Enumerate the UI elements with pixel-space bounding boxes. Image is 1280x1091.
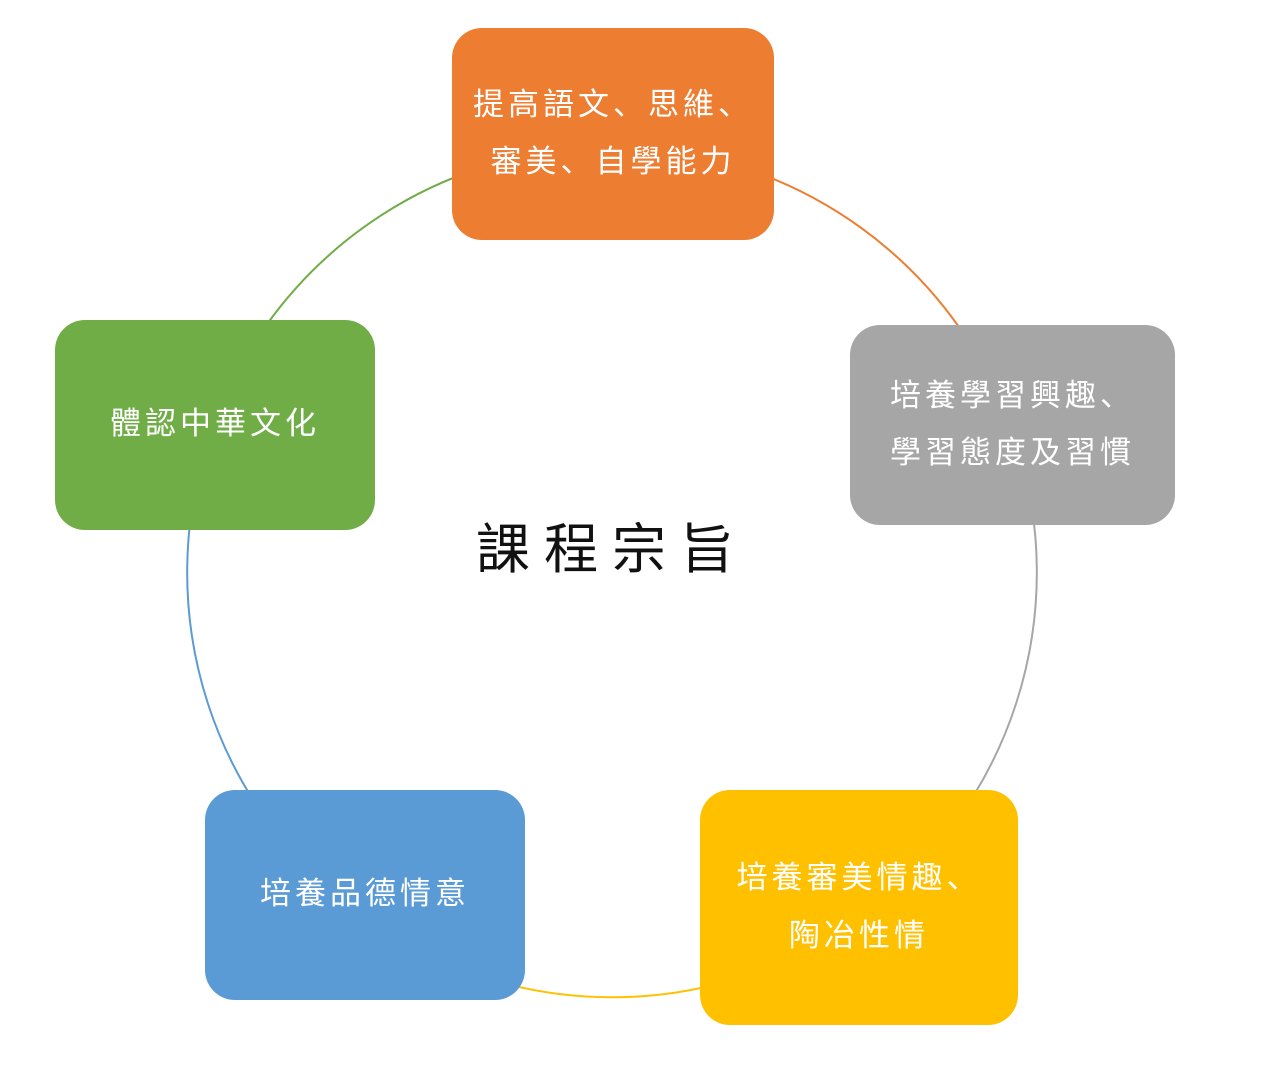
node-aesthetic-taste-line-1: 培養審美情趣、 [736,860,982,897]
node-chinese-culture-line-1: 體認中華文化 [110,406,320,443]
node-learning-interest-line-2: 學習態度及習慣 [890,435,1135,471]
node-improve-abilities: 提高語文、思維、 審美、自學能力 [452,28,774,240]
node-chinese-culture: 體認中華文化 [55,320,375,530]
node-aesthetic-taste-line-2: 陶冶性情 [789,917,929,954]
node-improve-abilities-line-2: 審美、自學能力 [490,144,736,180]
node-moral-character: 培養品德情意 [205,790,525,1000]
node-learning-interest: 培養學習興趣、 學習態度及習慣 [850,325,1175,525]
node-moral-character-line-1: 培養品德情意 [260,876,470,913]
node-improve-abilities-line-1: 提高語文、思維、 [473,86,753,123]
diagram-center-title: 課程宗旨 [476,518,748,581]
node-aesthetic-taste: 培養審美情趣、 陶冶性情 [700,790,1018,1025]
node-learning-interest-line-1: 培養學習興趣、 [890,377,1135,414]
